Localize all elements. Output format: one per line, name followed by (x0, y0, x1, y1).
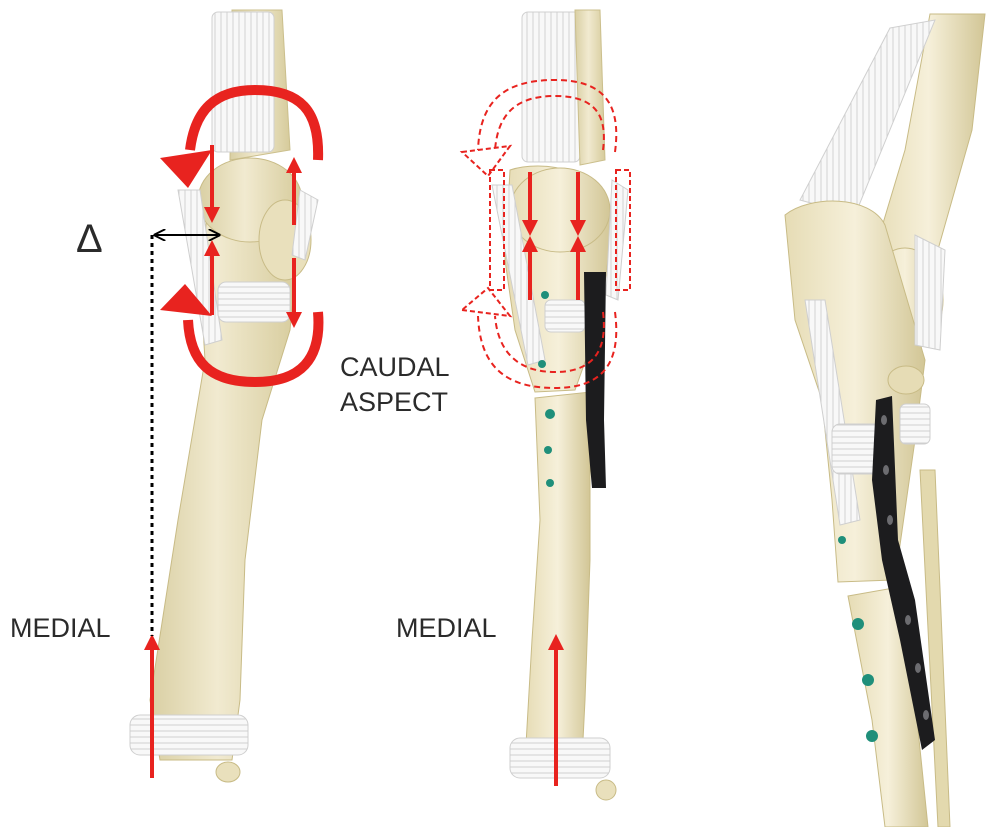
screw-head (545, 409, 555, 419)
center-ghost-arrowhead-bottom (462, 288, 510, 316)
center-femur (575, 10, 605, 165)
plate-hole (881, 415, 887, 425)
plate-hole (915, 663, 921, 673)
screw-head (544, 446, 552, 454)
center-condyle (510, 168, 610, 252)
left-upper-ligament (212, 12, 274, 152)
medial-label-left: MEDIAL (10, 613, 111, 643)
center-upper-ligament (522, 12, 580, 162)
center-wrap-knee (545, 300, 585, 332)
screw-head (862, 674, 874, 686)
screw-head (852, 618, 864, 630)
screw-head (541, 291, 549, 299)
screw-head (538, 360, 546, 368)
screw-head (838, 536, 846, 544)
medial-label-center: MEDIAL (396, 613, 497, 643)
screw-head (866, 730, 878, 742)
left-panel: Δ MEDIAL (10, 10, 318, 782)
right-fibula (920, 470, 950, 827)
center-malleolus (596, 780, 616, 800)
plate-hole (887, 515, 893, 525)
left-wrap-knee (218, 282, 290, 322)
left-wrap-distal (130, 715, 248, 755)
center-panel: CAUDAL ASPECT MEDIAL (340, 10, 630, 800)
right-caudal-ligament (915, 235, 945, 350)
plate-hole (923, 710, 929, 720)
caudal-aspect-label-line1: CAUDAL (340, 352, 450, 382)
right-wrap-caudal (900, 404, 930, 444)
screw-head (546, 479, 554, 487)
right-panel (785, 14, 985, 827)
plate-hole (883, 465, 889, 475)
center-wrap-distal (510, 738, 610, 778)
center-ghost-arrowhead-top (462, 146, 510, 176)
plate-hole (905, 615, 911, 625)
caudal-aspect-label-line2: ASPECT (340, 387, 448, 417)
left-malleolus (216, 762, 240, 782)
right-fabella (888, 366, 924, 394)
delta-label: Δ (76, 217, 103, 261)
